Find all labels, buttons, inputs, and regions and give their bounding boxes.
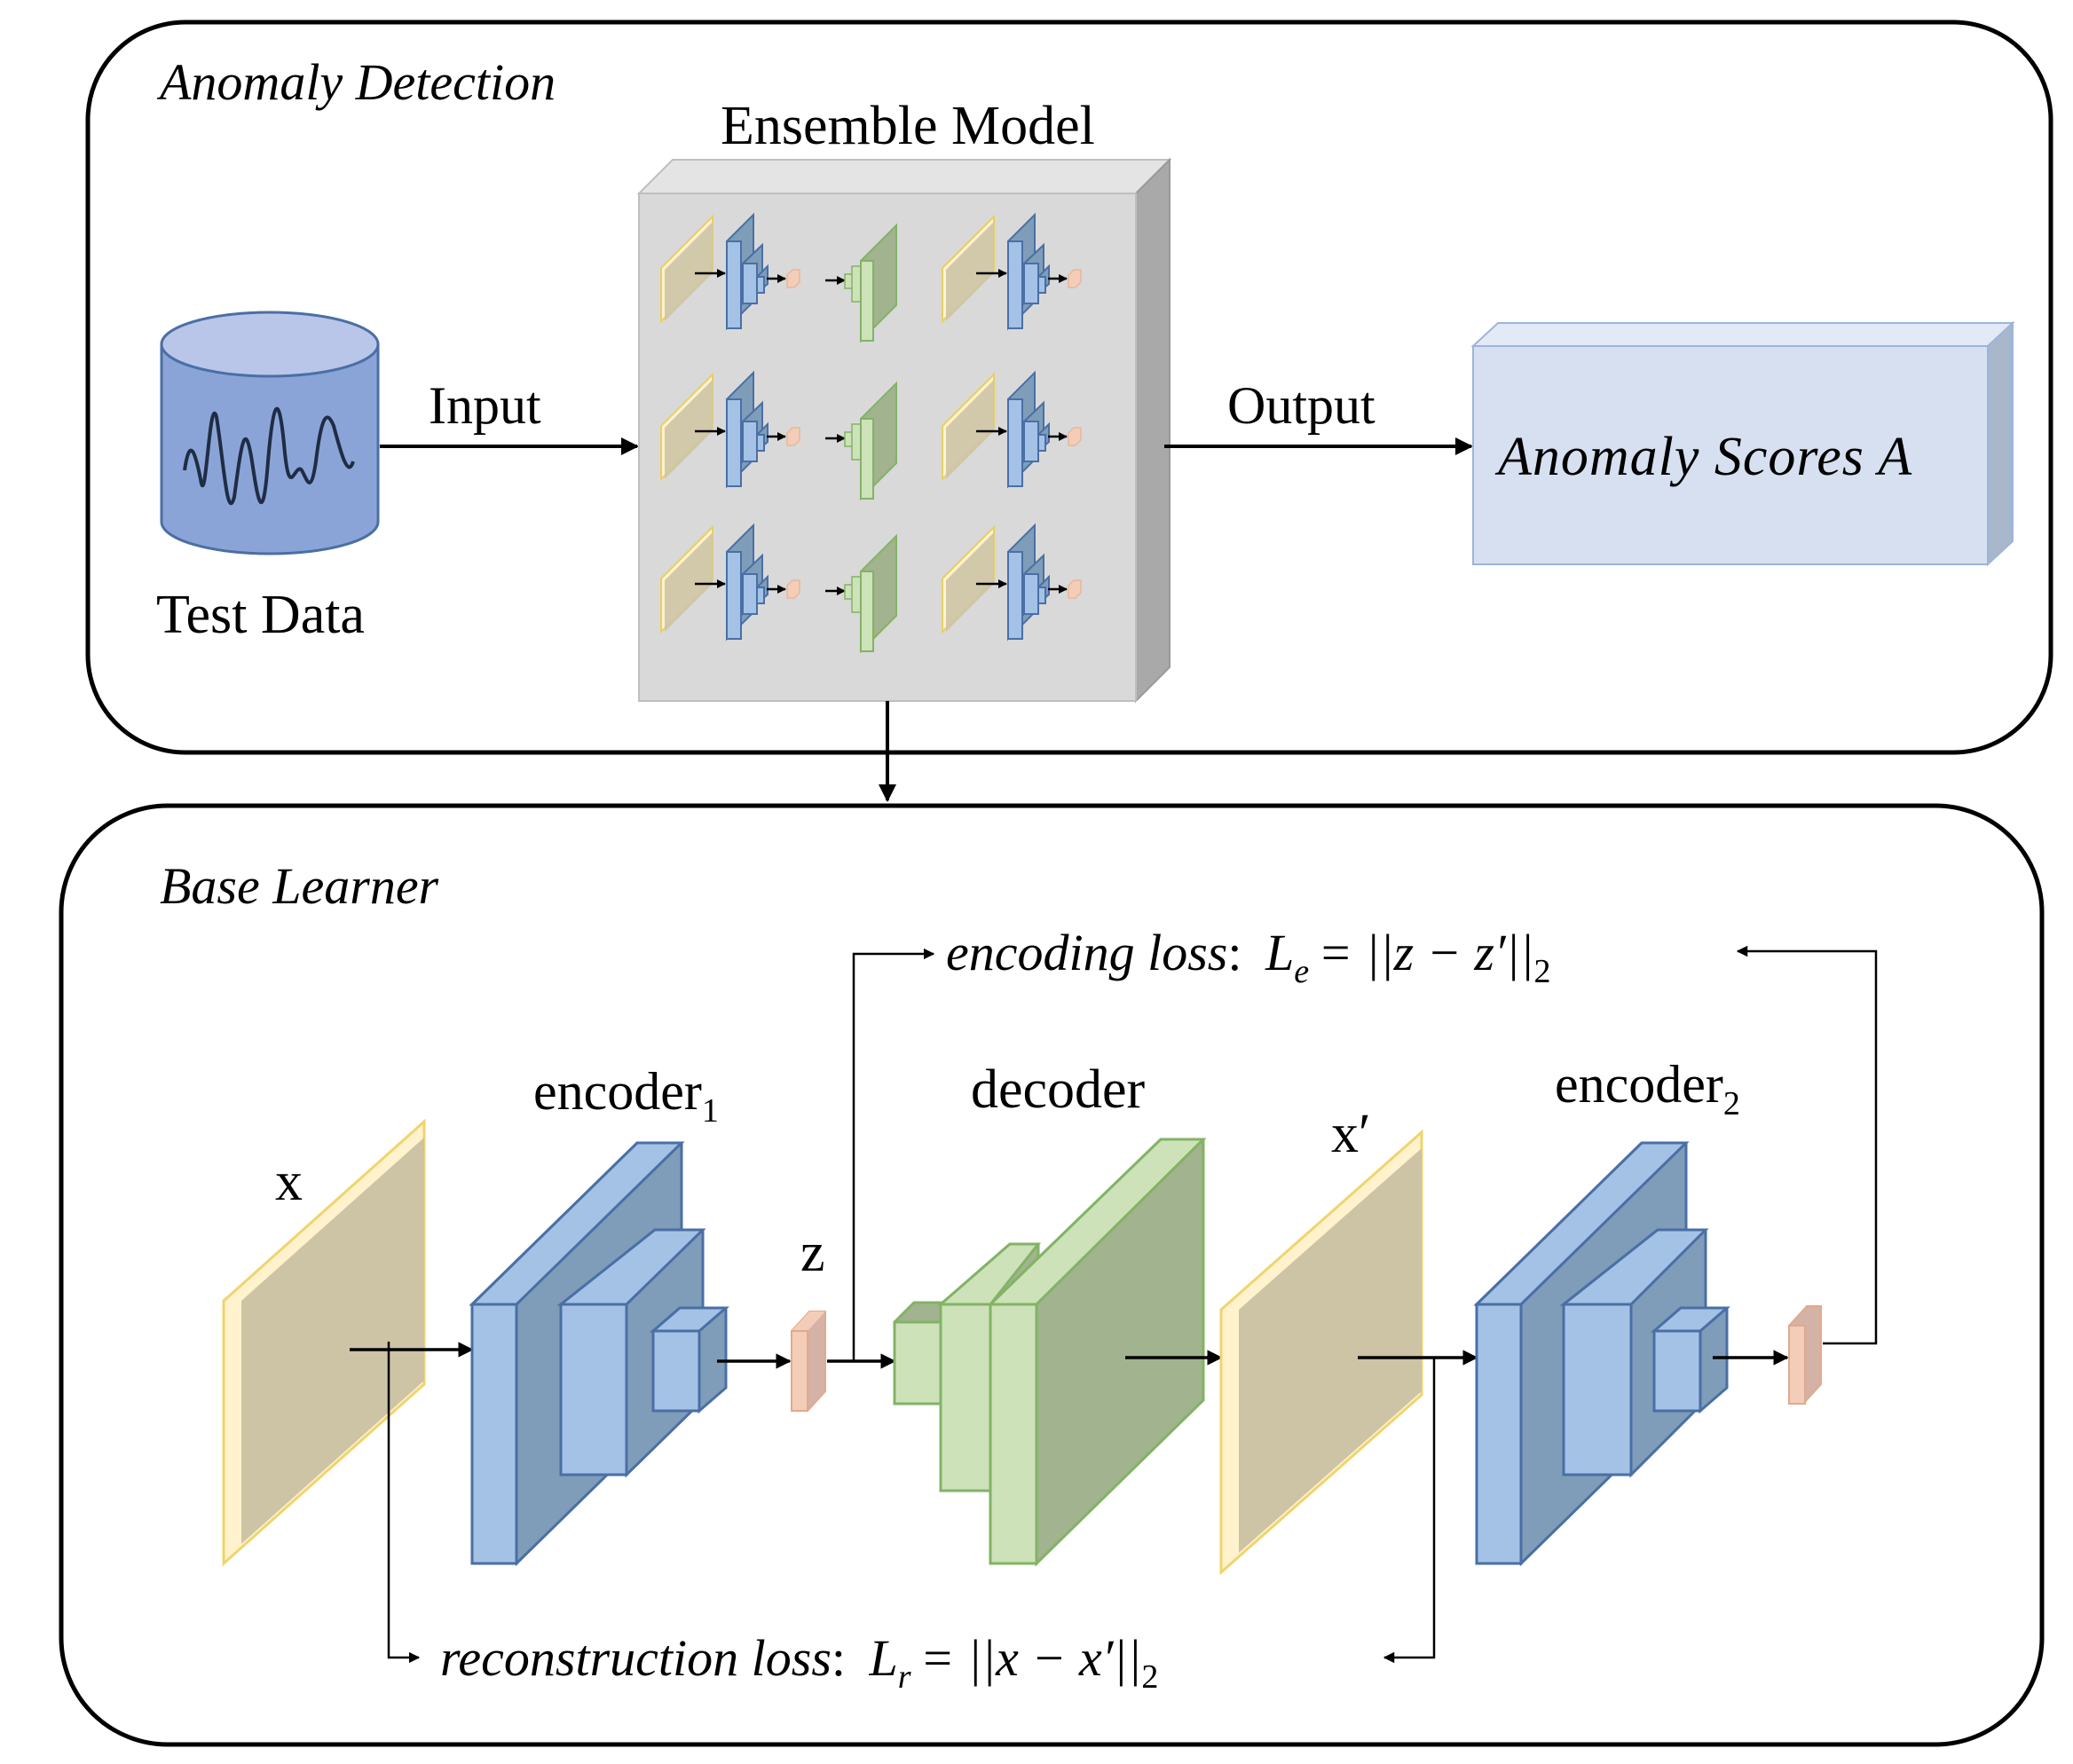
- zprime-latent-block: [1788, 1305, 1822, 1405]
- reconstruction-loss-formula: reconstruction loss: Lr= ||x − x′||2: [440, 1629, 1158, 1696]
- test-data-database-icon: [160, 311, 380, 555]
- z-latent-block: [791, 1311, 826, 1412]
- anomaly-scores-label: Anomaly Scores A: [1494, 427, 1912, 487]
- input-label: Input: [429, 376, 541, 435]
- encoder2-label: encoder2: [1555, 1055, 1740, 1122]
- anomaly-scores-box: [1470, 320, 2015, 567]
- x-label: x: [275, 1152, 303, 1212]
- output-label: Output: [1227, 376, 1375, 435]
- ensemble-model-label: Ensemble Model: [721, 96, 1095, 156]
- xprime-label: x′: [1331, 1104, 1371, 1164]
- encoder2-block: [1473, 1141, 1731, 1567]
- waveform-icon: [183, 406, 355, 506]
- z-label: z: [800, 1223, 825, 1283]
- decoder-label: decoder: [971, 1059, 1146, 1120]
- reconstruction-loss-right-connector: [1383, 1358, 1436, 1664]
- input-x-slab: [222, 1118, 426, 1567]
- encoding-loss-formula: encoding loss: Le= ||z − z′||2: [946, 924, 1551, 990]
- panel-title-base-learner: Base Learner: [160, 857, 439, 915]
- panel-anomaly-detection: Anomaly Detection: [85, 20, 2053, 755]
- encoding-loss-right-connector: [1736, 945, 1878, 1345]
- decoder-block: [893, 1138, 1207, 1567]
- reconstruction-xprime-slab: [1219, 1129, 1423, 1576]
- reconstruction-loss-left-connector: [387, 1342, 421, 1664]
- test-data-label: Test Data: [156, 585, 365, 645]
- encoder1-label: encoder1: [533, 1062, 719, 1130]
- panel-base-learner: Base Learner: [59, 803, 2045, 1747]
- encoding-loss-left-connector: [852, 948, 935, 1361]
- encoder1-block: [469, 1141, 730, 1567]
- panel-title-anomaly-detection: Anomaly Detection: [156, 53, 556, 111]
